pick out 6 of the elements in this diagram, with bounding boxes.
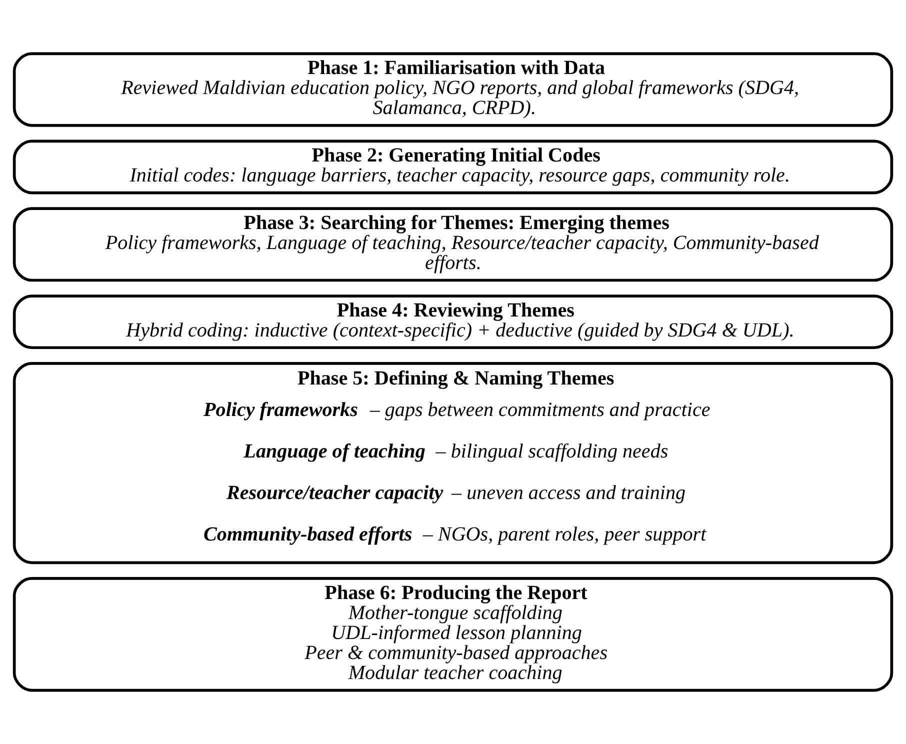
node-box: Phase 1: Familiarisation with Data Reviewed Maldivian education policy, NGO reports, and global frameworks (SDG4, Salamanca, CRPD).: [12, 52, 894, 127]
node-box: Phase 4: Reviewing Themes Hybrid coding: inductive (context-specific) + deductive (guided by SDG4 & UDL).: [12, 294, 894, 350]
node-box: Phase 2: Generating Initial Codes Initial codes: language barriers, teacher capacity, resource gaps, community role.: [12, 140, 894, 194]
node-box: Phase 6: Producing the Report Mother-tongue scaffolding UDL-informed lesson planning Peer & community-based approaches Modular teacher coaching: [12, 577, 894, 692]
node-box: Phase 5: Defining & Naming Themes Policy frameworks – gaps between commitments and practice Language of teaching – bilingual scaffolding needs Resource/teacher capacity – uneven access and training Community-based efforts – NGOs, parent roles, peer support: [12, 362, 894, 564]
node-box: Phase 3: Searching for Themes: Emerging themes Policy frameworks, Language of teaching, Resource/teacher capacity, Community-based efforts.: [12, 207, 894, 282]
